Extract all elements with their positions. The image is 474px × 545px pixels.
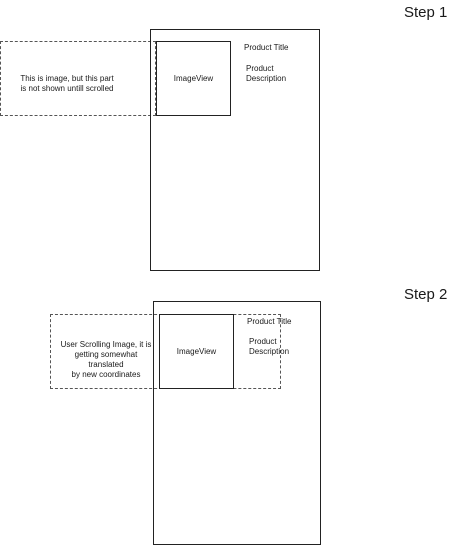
- hidden-image-note: This is image, but this part is not show…: [8, 74, 126, 94]
- step-2-label: Step 2: [404, 286, 448, 303]
- image-view-label: ImageView: [176, 346, 217, 356]
- phone-frame-step-1: [150, 29, 320, 271]
- scroll-note-line-3: by new coordinates: [71, 370, 141, 379]
- product-description-line-2: Description: [246, 74, 287, 83]
- image-view-label: ImageView: [173, 73, 214, 83]
- product-description-line-1: Product: [249, 337, 277, 346]
- hidden-note-line-2: is not shown untill scrolled: [20, 84, 114, 93]
- step-1-label: Step 1: [404, 4, 448, 21]
- product-description-step-2: Product Description: [249, 337, 289, 357]
- image-view-step-1: ImageView: [156, 41, 231, 116]
- product-title-step-2: Product Title: [247, 317, 292, 326]
- product-description-step-1: Product Description: [246, 64, 286, 84]
- product-description-line-2: Description: [249, 347, 290, 356]
- hidden-note-line-1: This is image, but this part: [20, 74, 114, 83]
- scroll-note-line-1: User Scrolling Image, it is: [60, 340, 152, 349]
- image-view-step-2: ImageView: [159, 314, 234, 389]
- scrolling-image-note: User Scrolling Image, it is getting some…: [56, 340, 156, 380]
- product-description-line-1: Product: [246, 64, 274, 73]
- product-title-step-1: Product Title: [244, 43, 289, 52]
- hidden-image-region: [0, 41, 156, 116]
- scroll-note-line-2: getting somewhat translated: [74, 350, 138, 369]
